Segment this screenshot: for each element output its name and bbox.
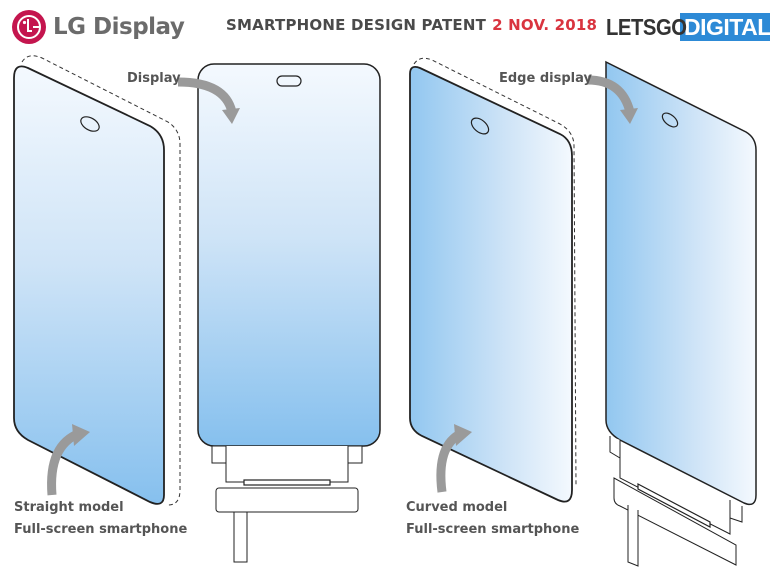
edge-display-callout: Edge display (499, 71, 592, 86)
straight-model-subcaption: Full-screen smartphone (14, 522, 188, 537)
page-title: SMARTPHONE DESIGN PATENT 2 NOV. 2018 (226, 16, 597, 34)
date-text: 2 NOV. 2018 (492, 16, 598, 34)
straight-model-front (177, 63, 381, 563)
straight-model-perspective (13, 55, 181, 506)
letsgodigital-logo: LETSGO DIGITAL (606, 13, 770, 41)
straight-model-caption: Straight model (14, 500, 124, 515)
brand-part2: DIGITAL (680, 13, 770, 41)
title-text: SMARTPHONE DESIGN PATENT (226, 16, 487, 34)
lg-logo-icon (12, 10, 46, 44)
curved-model-perspective (409, 57, 577, 503)
camera-notch-icon (276, 75, 302, 87)
header: LG Display SMARTPHONE DESIGN PATENT 2 NOV… (0, 0, 770, 50)
camera-notch-icon (80, 116, 100, 132)
display-callout: Display (127, 71, 181, 86)
curved-model-subcaption: Full-screen smartphone (406, 522, 580, 537)
camera-notch-icon (470, 117, 490, 135)
logo-text: LG Display (53, 14, 185, 40)
curved-model-front (587, 60, 757, 567)
lg-display-logo: LG Display (12, 10, 185, 44)
curved-model-caption: Curved model (406, 500, 508, 515)
camera-notch-icon (661, 112, 679, 128)
